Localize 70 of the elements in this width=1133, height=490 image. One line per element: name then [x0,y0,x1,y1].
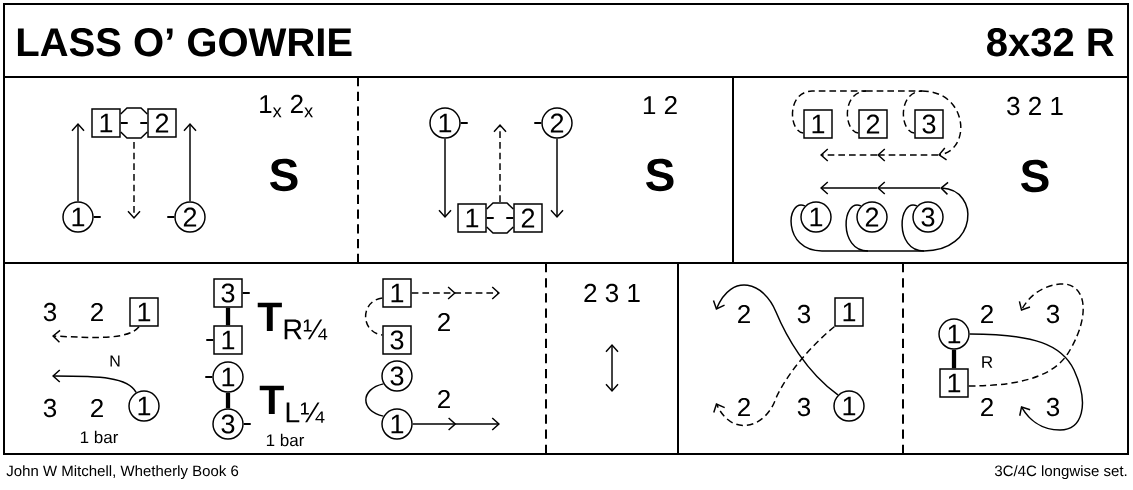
position-number: 3 [1046,397,1060,417]
hand-join-line [225,392,231,409]
movement-arrow [411,286,500,300]
movement-arrow [921,90,962,161]
numbered-square: 2 [858,109,888,139]
heading-text: 8x32 R [987,28,1114,57]
numbered-square: 1 [129,297,159,327]
position-number: 2 [91,398,103,418]
title: LASS O’ GOWRIE [17,28,352,57]
position-number: 3 [1046,304,1060,324]
hand-join-line [225,307,231,326]
position-number: 3 [43,398,57,418]
position-number: 2 [438,312,450,332]
order-label: 1 2 [643,95,677,115]
turn-label: T$_{L¼}$ [259,385,325,423]
numbered-square: 3 [213,278,243,308]
movement-arrow [969,333,1084,431]
numbered-square: 2 [513,203,543,233]
position-number: 2 [738,397,750,417]
movement-arrow [71,123,85,202]
bar-note: 1 bar [80,430,119,444]
numbered-square: 1 [457,203,487,233]
bar-note: 1 bar [266,433,305,447]
source-note: John W Mitchell, Whetherly Book 6 [6,465,239,480]
numbered-square: 1 [834,297,864,327]
order-label: 1$_{x}$ 2$_{x}$ [260,94,313,118]
movement-arrow [820,148,878,162]
numbered-square: 1 [213,325,243,355]
movement-arrow [877,181,941,195]
numbered-square: 2 [147,108,177,138]
position-number: 2 [91,302,103,322]
numbered-square: 1 [803,109,833,139]
numbered-square: 3 [382,325,412,355]
movement-arrow [183,123,197,202]
movement-arrow [968,283,1084,387]
numbered-square: 1 [382,278,412,308]
link-symbol [486,202,514,234]
numbered-square: 1 [939,368,969,398]
step-letter: S [1021,159,1049,193]
position-number: 3 [797,397,811,417]
order-label: 3 2 1 [1007,96,1063,116]
movement-arrow [550,138,564,218]
movement-arrow [52,369,137,394]
annotation: N [110,355,120,367]
position-number: 3 [797,304,811,324]
link-symbol [120,107,148,139]
connector-curve [365,383,385,417]
movement-arrow [923,181,969,252]
movement-arrow [412,417,500,431]
position-number: 3 [43,302,57,322]
numbered-square: 3 [914,109,944,139]
position-number: 2 [981,397,993,417]
annotation: R [982,356,993,368]
movement-arrow [52,326,140,344]
movement-arrow [877,148,939,162]
set-note: 3C/4C longwise set. [994,465,1127,480]
connector-curve [364,297,383,336]
order-label: 2 3 1 [584,283,640,303]
turn-label: T$_{R¼}$ [257,302,328,340]
movement-arrow [820,181,878,195]
movement-arrow [713,326,835,427]
position-number: 2 [438,389,450,409]
hand-join-line [951,349,957,369]
step-letter: S [270,158,298,192]
position-number: 2 [981,304,993,324]
movement-arrow [438,138,452,218]
movement-arrow [712,284,839,396]
numbered-square: 1 [91,108,121,138]
position-number: 2 [738,304,750,324]
step-letter: S [646,158,674,192]
